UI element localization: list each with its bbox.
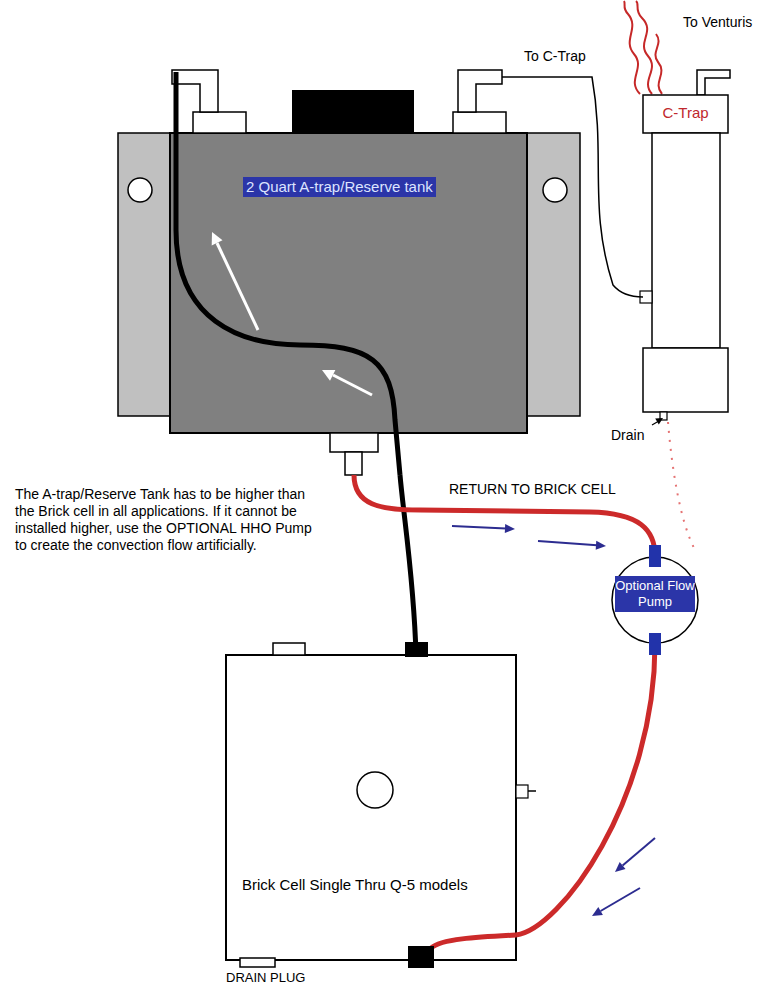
edge-label: RETURN TO BRICK CELL — [447, 481, 618, 498]
red-hose — [431, 935, 516, 948]
flow-arrow-head — [212, 232, 223, 245]
gas-squiggle — [655, 34, 662, 94]
leader-line — [652, 422, 658, 425]
edge-label: To C-Trap — [522, 48, 588, 65]
tank-bracket — [527, 133, 580, 416]
note-text: The A-trap/Reserve Tank has to be higher… — [15, 486, 315, 554]
tank-label: 2 Quart A-trap/Reserve tank — [243, 177, 436, 197]
flow-arrow-head — [615, 862, 626, 872]
cell-body — [226, 655, 516, 960]
cell-terminal — [516, 785, 528, 798]
mount-hole — [543, 178, 567, 202]
flow-arrow — [217, 243, 258, 330]
hose-nipple — [345, 452, 362, 475]
cell-window — [357, 772, 393, 808]
fitting-base — [193, 112, 246, 133]
bottom-fitting — [330, 433, 378, 452]
red-hose — [354, 475, 655, 556]
tank-body — [170, 133, 527, 433]
drain-plug — [240, 958, 275, 967]
trap-label: C-Trap — [663, 104, 709, 122]
part-label: DRAIN PLUG — [226, 969, 305, 986]
outlet-pipe — [697, 70, 730, 95]
pump-port — [649, 545, 661, 567]
gas-line — [580, 77, 643, 297]
pump-port — [649, 633, 661, 655]
flow-pump: Optional Flow Pump — [611, 556, 699, 644]
drip-dots — [668, 422, 694, 548]
elbow-fitting — [458, 70, 502, 112]
flow-arrow — [452, 526, 506, 529]
port-label: To Venturis — [683, 14, 752, 31]
red-hose — [516, 644, 655, 935]
cell-port — [408, 946, 434, 968]
cell-label: Brick Cell Single Thru Q-5 models — [240, 876, 470, 894]
flow-arrow — [333, 375, 372, 395]
mount-hole — [128, 178, 152, 202]
flow-arrow-head — [505, 524, 515, 533]
part-label: Drain — [611, 427, 644, 444]
fitting-base — [453, 112, 506, 133]
trap-body — [652, 133, 720, 348]
trap-top-cap — [643, 95, 728, 133]
tank-cap — [292, 90, 414, 133]
flow-arrow-head — [596, 541, 606, 550]
c-trap: C-Trap — [643, 95, 728, 412]
leader-head — [655, 418, 663, 425]
trap-bottom-cap — [643, 348, 728, 412]
cell-port — [273, 643, 305, 655]
flow-arrow — [538, 541, 597, 545]
brick-cell: Brick Cell Single Thru Q-5 models — [226, 655, 516, 960]
pump-body — [612, 557, 698, 643]
elbow-fitting — [172, 70, 218, 112]
gas-squiggle — [636, 1, 652, 94]
flow-arrow-head — [322, 370, 335, 381]
flow-arrow — [623, 838, 655, 866]
black-hose — [176, 72, 400, 475]
reserve-tank: 2 Quart A-trap/Reserve tank — [118, 70, 580, 475]
cell-terminal — [528, 790, 536, 792]
flow-arrow-head — [592, 907, 603, 916]
tank-bracket — [118, 133, 170, 416]
gas-line — [502, 76, 580, 78]
gas-squiggle — [624, 1, 640, 94]
black-hose — [400, 475, 416, 655]
pump-label: Optional Flow Pump — [615, 576, 695, 612]
flow-arrow — [601, 888, 640, 911]
